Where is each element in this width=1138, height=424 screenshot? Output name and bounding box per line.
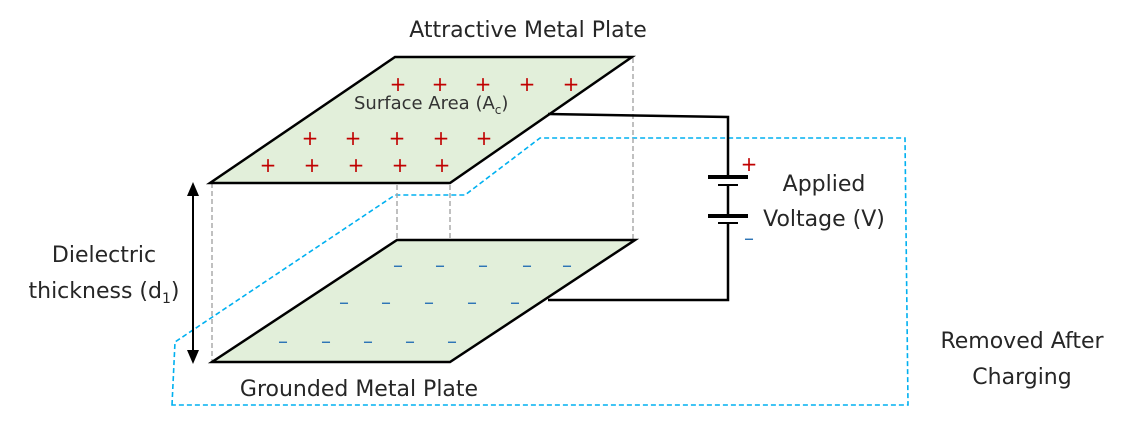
- positive-charge: +: [476, 126, 493, 150]
- positive-charge: +: [390, 72, 407, 96]
- grounded-metal-plate: [207, 238, 640, 364]
- positive-charge: +: [432, 72, 449, 96]
- negative-charge: –: [405, 329, 415, 353]
- dielectric-subscript: 1: [162, 291, 171, 307]
- negative-charge: –: [435, 253, 445, 277]
- applied-voltage-label-line1: Applied: [783, 172, 866, 197]
- attractive-metal-plate: [205, 55, 637, 185]
- positive-charge: +: [304, 153, 321, 177]
- removed-label-line1: Removed After: [940, 329, 1104, 354]
- removed-dielectric-boundary: [171, 137, 909, 406]
- dielectric-text: thickness (d: [29, 279, 162, 304]
- positive-charge: +: [475, 72, 492, 96]
- top-wire: [547, 112, 730, 175]
- positive-charge: +: [348, 153, 365, 177]
- positive-charge: +: [392, 153, 409, 177]
- negative-charge: –: [478, 253, 488, 277]
- battery-plus-sign: +: [741, 152, 758, 176]
- positive-charges: + + + + + + + + + + + + + + +: [260, 72, 580, 177]
- bottom-plate-label: Grounded Metal Plate: [240, 377, 478, 402]
- negative-charge: –: [510, 290, 520, 314]
- dielectric-label-line1: Dielectric: [52, 243, 156, 268]
- positive-charge: +: [260, 153, 277, 177]
- battery-icon: [708, 175, 748, 224]
- negative-charge: –: [424, 290, 434, 314]
- negative-charge: –: [278, 329, 288, 353]
- positive-charge: +: [434, 153, 451, 177]
- positive-charge: +: [302, 126, 319, 150]
- negative-charge: –: [339, 290, 349, 314]
- negative-charge: –: [363, 329, 373, 353]
- surface-area-label: Surface Area (Ac): [354, 93, 508, 117]
- negative-charge: –: [447, 329, 457, 353]
- top-plate-label: Attractive Metal Plate: [409, 18, 647, 43]
- bottom-wire: [548, 223, 730, 302]
- positive-charge: +: [563, 72, 580, 96]
- thickness-arrow: [187, 182, 199, 364]
- negative-charge: –: [393, 253, 403, 277]
- negative-charge: –: [381, 290, 391, 314]
- negative-charge: –: [321, 329, 331, 353]
- negative-charge: –: [467, 290, 477, 314]
- dielectric-close: ): [171, 279, 180, 304]
- surface-area-subscript: c: [495, 103, 502, 117]
- battery-minus-sign: –: [744, 226, 754, 250]
- dielectric-label-line2: thickness (d1): [29, 279, 180, 307]
- applied-voltage-label-line2: Voltage (V): [763, 207, 885, 232]
- negative-charge: –: [522, 253, 532, 277]
- positive-charge: +: [519, 72, 536, 96]
- positive-charge: +: [433, 126, 450, 150]
- surface-area-text: Surface Area (A: [354, 93, 495, 114]
- negative-charge: –: [562, 253, 572, 277]
- circuit-wires: [547, 112, 730, 302]
- positive-charge: +: [345, 126, 362, 150]
- removed-label-line2: Charging: [972, 365, 1071, 390]
- surface-area-close: ): [501, 93, 508, 114]
- negative-charges: –––––––––––––––: [278, 253, 572, 353]
- positive-charge: +: [389, 126, 406, 150]
